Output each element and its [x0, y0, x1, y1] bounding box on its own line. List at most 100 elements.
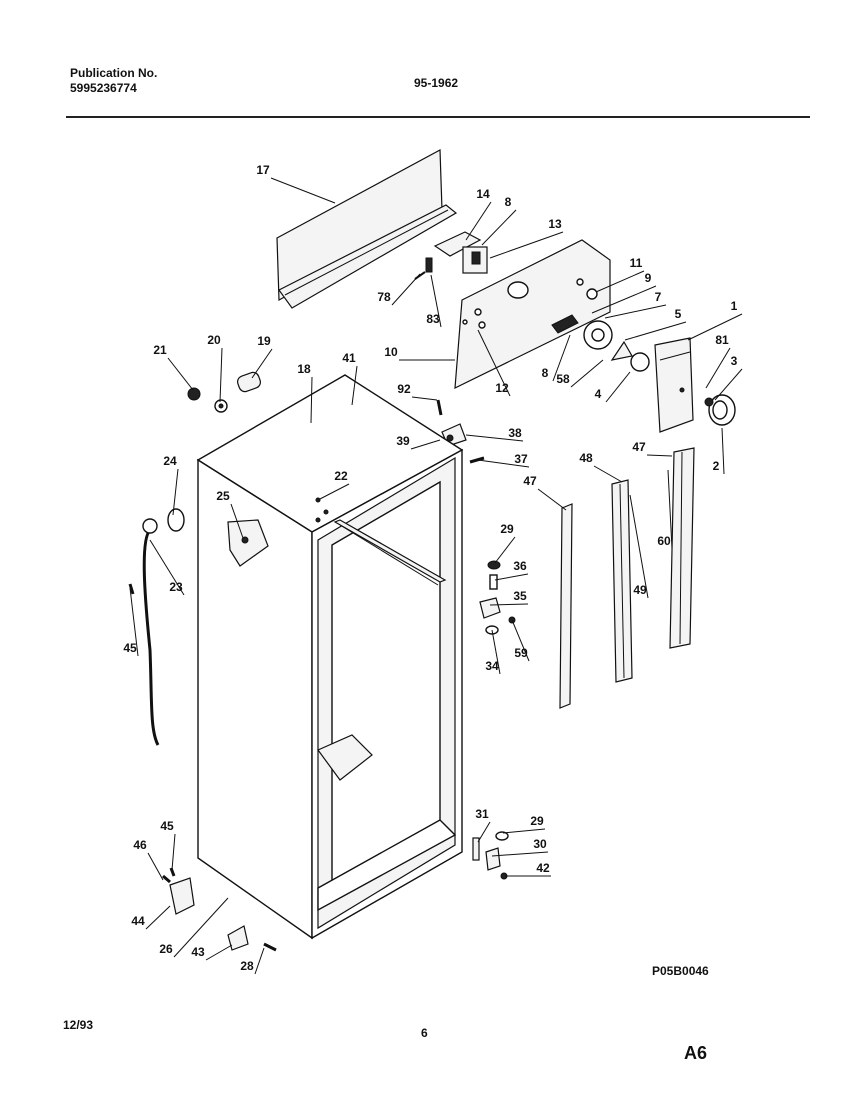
- callout-number: 31: [475, 807, 489, 821]
- callout-number: 5: [675, 307, 682, 321]
- callout-leader: [411, 396, 438, 401]
- callout-leader: [145, 905, 171, 930]
- part-47-strip-a: [559, 503, 573, 709]
- part-3-screw: [704, 397, 714, 407]
- callout-leader: [705, 347, 731, 389]
- callout-number: 11: [630, 256, 643, 270]
- callout-number: 49: [633, 583, 647, 597]
- part-43-leveler: [227, 925, 249, 951]
- callout-leader: [147, 852, 164, 881]
- callout-leader: [605, 371, 631, 403]
- callout-leader: [172, 468, 179, 516]
- callout-leader: [391, 273, 421, 306]
- callout-number: 29: [530, 814, 544, 828]
- callout-leader: [552, 334, 571, 382]
- header-rule: [66, 116, 810, 118]
- callout-number: 45: [123, 641, 137, 655]
- callout-number: 36: [513, 559, 527, 573]
- part-25-clip: [227, 519, 269, 567]
- part-23-drain-tube: [142, 518, 160, 746]
- part-28-screw: [263, 942, 277, 952]
- callout-number: 3: [731, 354, 738, 368]
- callout-leader: [481, 209, 517, 246]
- part-20-washer: [214, 399, 228, 413]
- callout-number: 7: [655, 290, 662, 304]
- part-30-hinge: [485, 847, 501, 871]
- callout-number: 38: [508, 426, 522, 440]
- callout-number: 12: [495, 381, 509, 395]
- callout-leader: [430, 274, 442, 328]
- part-45-screw-b: [169, 867, 176, 877]
- callout-number: 10: [384, 345, 398, 359]
- publication-number: 5995236774: [70, 81, 137, 95]
- callout-leader: [254, 947, 265, 975]
- callout-leader: [491, 851, 549, 857]
- callout-leader: [624, 321, 687, 341]
- part-83-clip: [425, 257, 433, 273]
- callout-number: 21: [153, 343, 167, 357]
- callout-number: 47: [523, 474, 537, 488]
- callout-leader: [230, 503, 244, 539]
- callout-leader: [477, 459, 530, 468]
- callout-number: 17: [256, 163, 270, 177]
- part-9-fan-motor: [551, 288, 613, 350]
- callout-leader: [591, 285, 657, 314]
- callout-number: 4: [595, 387, 602, 401]
- callout-leader: [167, 357, 194, 391]
- part-44-bottom-hinge: [169, 877, 195, 915]
- part-26-cabinet-shell: [196, 374, 464, 940]
- callout-number: 25: [216, 489, 230, 503]
- part-5-fan-blade: [610, 340, 633, 361]
- callout-leader: [270, 177, 336, 204]
- part-19-bushing: [237, 371, 261, 393]
- callout-number: 9: [645, 271, 652, 285]
- part-92-screw: [436, 399, 443, 416]
- revision-date: 12/93: [63, 1018, 94, 1032]
- callout-leader: [593, 465, 623, 483]
- callout-number: 60: [657, 534, 671, 548]
- callout-leader: [149, 539, 185, 596]
- publication-label: Publication No.: [70, 66, 158, 80]
- callout-number: 81: [715, 333, 729, 347]
- callout-number: 47: [632, 440, 646, 454]
- part-14-bracket: [433, 231, 488, 274]
- part-2-dial: [708, 394, 736, 426]
- part-29-washer-a: [487, 560, 501, 570]
- callout-number: 48: [579, 451, 593, 465]
- callout-number: 23: [169, 580, 183, 594]
- callout-number: 44: [131, 914, 145, 928]
- callout-leader: [489, 603, 529, 606]
- callout-number: 42: [536, 861, 550, 875]
- callout-number: 28: [240, 959, 254, 973]
- callout-number: 24: [163, 454, 177, 468]
- callout-number: 19: [257, 334, 271, 348]
- part-36-pin: [489, 574, 498, 590]
- callout-number: 14: [476, 187, 490, 201]
- callout-leader: [129, 587, 139, 657]
- page-number: 6: [421, 1026, 428, 1040]
- callout-leader: [494, 536, 516, 564]
- callout-leader: [310, 376, 313, 424]
- callout-leader: [477, 821, 491, 843]
- callout-number: 92: [397, 382, 411, 396]
- callout-number: 13: [548, 217, 562, 231]
- callout-number: 59: [514, 646, 528, 660]
- part-31-bracket: [472, 837, 480, 861]
- part-45-screw-a: [128, 583, 135, 595]
- callout-number: 18: [297, 362, 311, 376]
- callout-number: 58: [556, 372, 570, 386]
- callout-number: 30: [533, 837, 547, 851]
- callout-leader: [173, 897, 229, 958]
- callout-leader: [537, 488, 567, 511]
- callout-number: 46: [133, 838, 147, 852]
- callout-number: 34: [485, 659, 499, 673]
- callout-leader: [570, 359, 604, 388]
- part-21-nut: [187, 387, 201, 401]
- callout-leader: [511, 619, 530, 662]
- callout-leader: [171, 833, 176, 871]
- callout-number: 2: [713, 459, 720, 473]
- callout-leader: [687, 313, 743, 341]
- callout-number: 22: [334, 469, 348, 483]
